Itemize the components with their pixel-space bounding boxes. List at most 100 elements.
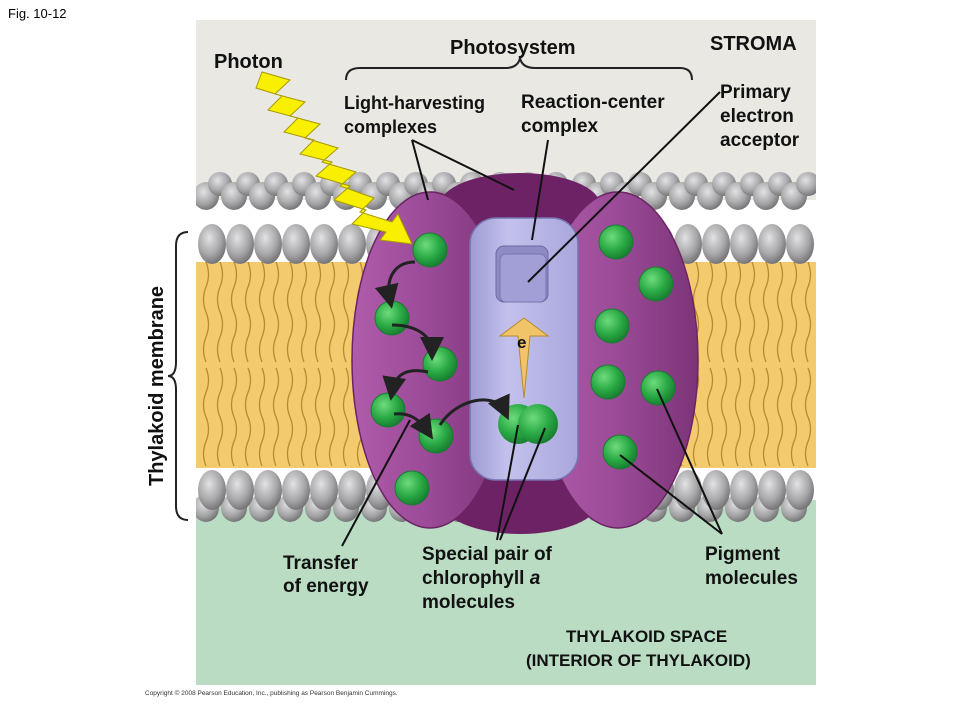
copyright-notice: Copyright © 2008 Pearson Education, Inc.…: [145, 690, 398, 697]
lipid-tail: [300, 367, 308, 467]
lipid-tail: [748, 367, 756, 467]
lipid-tail: [244, 261, 252, 363]
lipid-tail: [706, 261, 714, 363]
figure-label: Fig. 10-12: [8, 6, 67, 21]
lipid-head: [758, 224, 786, 264]
primary-acceptor-label-2: electron: [720, 106, 794, 127]
lipid-head: [254, 470, 282, 510]
lipid-head: [758, 470, 786, 510]
lipid-head: [310, 224, 338, 264]
lipid-tail: [216, 367, 224, 467]
lipid-head: [338, 470, 366, 510]
lipid-head: [796, 172, 816, 196]
lipid-tail: [692, 367, 700, 467]
chlorophyll-molecule: [394, 470, 430, 506]
lipid-tail: [328, 261, 336, 363]
lipid-tail: [342, 367, 350, 467]
thylakoid-space-label: THYLAKOID SPACE: [566, 627, 727, 646]
electron-label: e: [517, 333, 526, 352]
pigment-label-2: molecules: [705, 568, 798, 589]
chlorophyll-molecule: [418, 418, 454, 454]
lipid-tail: [804, 261, 812, 363]
special-pair-label-2: chlorophyll a: [422, 568, 541, 589]
photon-bolt: [255, 71, 413, 245]
photosystem-label: Photosystem: [450, 37, 576, 59]
lipid-head: [254, 224, 282, 264]
pigment-molecules: [370, 224, 676, 506]
thylakoid-membrane-bracket: [167, 231, 189, 521]
lipid-head: [198, 224, 226, 264]
chlorophyll-molecule: [374, 300, 410, 336]
lipid-tail: [762, 367, 770, 467]
lipid-tail: [314, 367, 322, 467]
lipid-head: [674, 224, 702, 264]
stroma-label: STROMA: [710, 33, 797, 55]
transfer-label: Transfer: [283, 553, 359, 574]
lipid-tail: [328, 367, 336, 467]
chlorophyll-molecule: [594, 308, 630, 344]
thylakoid-membrane-label: Thylakoid membrane: [146, 286, 168, 486]
chlorophyll-molecule: [422, 346, 458, 382]
lipid-tail: [790, 261, 798, 363]
primary-acceptor-label: Primary: [720, 82, 791, 103]
chlorophyll-molecule: [640, 370, 676, 406]
lipid-head: [702, 224, 730, 264]
lipid-tail: [790, 367, 798, 467]
lipid-tail: [776, 261, 784, 363]
lipid-tail: [258, 261, 266, 363]
photosystem-bracket: [345, 57, 693, 81]
primary-acceptor-label-3: acceptor: [720, 130, 800, 151]
photon-label: Photon: [214, 51, 283, 73]
lipid-tail: [734, 367, 742, 467]
pigment-label: Pigment: [705, 544, 781, 565]
lipid-tail: [202, 261, 210, 363]
lipid-tail: [244, 367, 252, 467]
lipid-head: [282, 470, 310, 510]
special-pair-label: Special pair of: [422, 544, 553, 565]
lipid-tail: [720, 261, 728, 363]
lipid-tail: [230, 261, 238, 363]
primary-electron-acceptor: [499, 253, 547, 303]
lipid-tail: [272, 367, 280, 467]
lipid-tail: [748, 261, 756, 363]
thylakoid-space-label-2: (INTERIOR OF THYLAKOID): [526, 651, 751, 670]
chlorophyll-molecule: [370, 392, 406, 428]
lipid-tail: [706, 367, 714, 467]
lipid-head: [226, 224, 254, 264]
lipid-tail: [272, 261, 280, 363]
leader-lines: [341, 91, 723, 547]
lipid-tail: [720, 367, 728, 467]
lipid-tail: [314, 261, 322, 363]
chlorophyll-molecule: [638, 266, 674, 302]
lipid-tail: [286, 261, 294, 363]
light-harvesting-label: Light-harvesting: [344, 93, 485, 113]
lipid-head: [702, 470, 730, 510]
lipid-tail: [804, 367, 812, 467]
lipid-tail: [342, 261, 350, 363]
transfer-label-2: of energy: [283, 576, 369, 597]
lipid-head: [198, 470, 226, 510]
lipid-tail: [776, 367, 784, 467]
lipid-head: [226, 470, 254, 510]
lipid-head: [730, 470, 758, 510]
lipid-head: [786, 224, 814, 264]
lipid-tail: [286, 367, 294, 467]
lipid-tail: [300, 261, 308, 363]
energy-transfer-arrows: [374, 260, 510, 440]
lipid-head: [310, 470, 338, 510]
lipid-tail: [258, 367, 266, 467]
lipid-tail: [734, 261, 742, 363]
lipid-head: [674, 470, 702, 510]
chlorophyll-molecule: [412, 232, 448, 268]
stroma-region: [196, 20, 816, 200]
reaction-center-label: Reaction-center: [521, 92, 665, 113]
lipid-tail: [202, 367, 210, 467]
chlorophyll-molecule: [590, 364, 626, 400]
lipid-head: [282, 224, 310, 264]
electron-arrow: [498, 317, 550, 399]
lipid-head: [730, 224, 758, 264]
lipid-head: [338, 224, 366, 264]
lipid-tail: [216, 261, 224, 363]
lipid-tail: [230, 367, 238, 467]
